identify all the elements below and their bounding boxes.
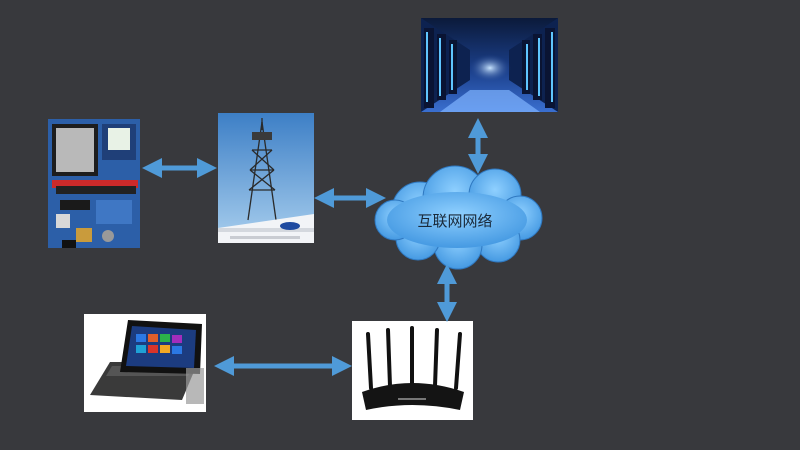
tablet-image <box>84 314 206 412</box>
cloud-label: 互联网网络 <box>417 212 493 230</box>
dev-board-image <box>48 119 140 248</box>
wifi-router-image <box>352 321 473 420</box>
server-room-image <box>421 18 558 112</box>
cell-tower-image <box>218 113 314 243</box>
cloud-icon <box>374 165 543 270</box>
connection-arrows <box>142 118 488 376</box>
